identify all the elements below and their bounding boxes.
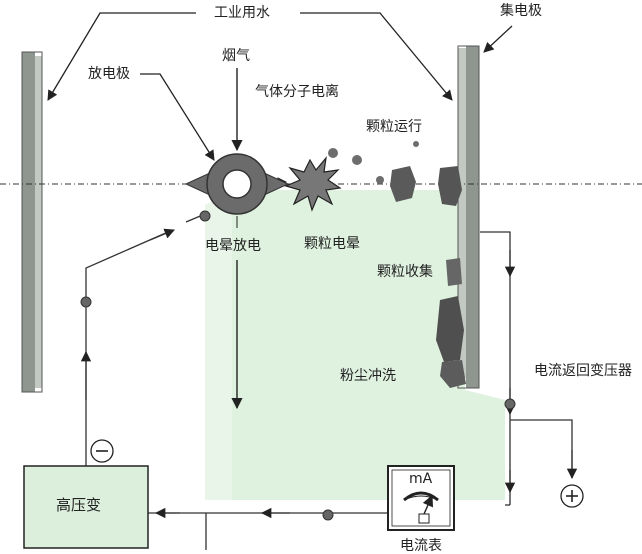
hv-transformer-box: [23, 465, 149, 549]
current-flow-arrows: [80, 228, 578, 519]
label-discharge-electrode: 放电极: [88, 66, 130, 82]
label-ammeter: 电流表: [400, 538, 442, 554]
label-ammeter-unit: mA: [409, 471, 433, 487]
discharge-electrode: [184, 153, 290, 215]
label-current-return: 电流返回变压器: [534, 363, 632, 379]
circuit-nodes: [80, 210, 516, 521]
electric-field-region: [232, 190, 505, 500]
label-hv-transformer: 高压变: [56, 496, 102, 514]
right-collector-plate: [457, 45, 480, 389]
label-collector-electrode: 集电极: [500, 3, 542, 19]
ammeter-box: [387, 465, 455, 531]
label-dust-wash: 粉尘冲洗: [340, 368, 396, 384]
particles: [328, 141, 466, 388]
label-particle-corona: 颗粒电晕: [304, 236, 360, 252]
label-corona-discharge: 电晕放电: [205, 238, 261, 254]
label-particle-collection: 颗粒收集: [377, 264, 433, 280]
label-industrial-water: 工业用水: [214, 5, 270, 21]
corona-starburst: [284, 155, 342, 212]
label-particle-moving: 颗粒运行: [366, 119, 422, 135]
industrial-water-arrows: [47, 12, 453, 101]
label-gas-ionization: 气体分子电离: [255, 84, 339, 100]
label-flue-gas: 烟气: [222, 48, 250, 64]
left-collector-plate: [21, 51, 43, 393]
electric-field-upper: [205, 190, 232, 500]
